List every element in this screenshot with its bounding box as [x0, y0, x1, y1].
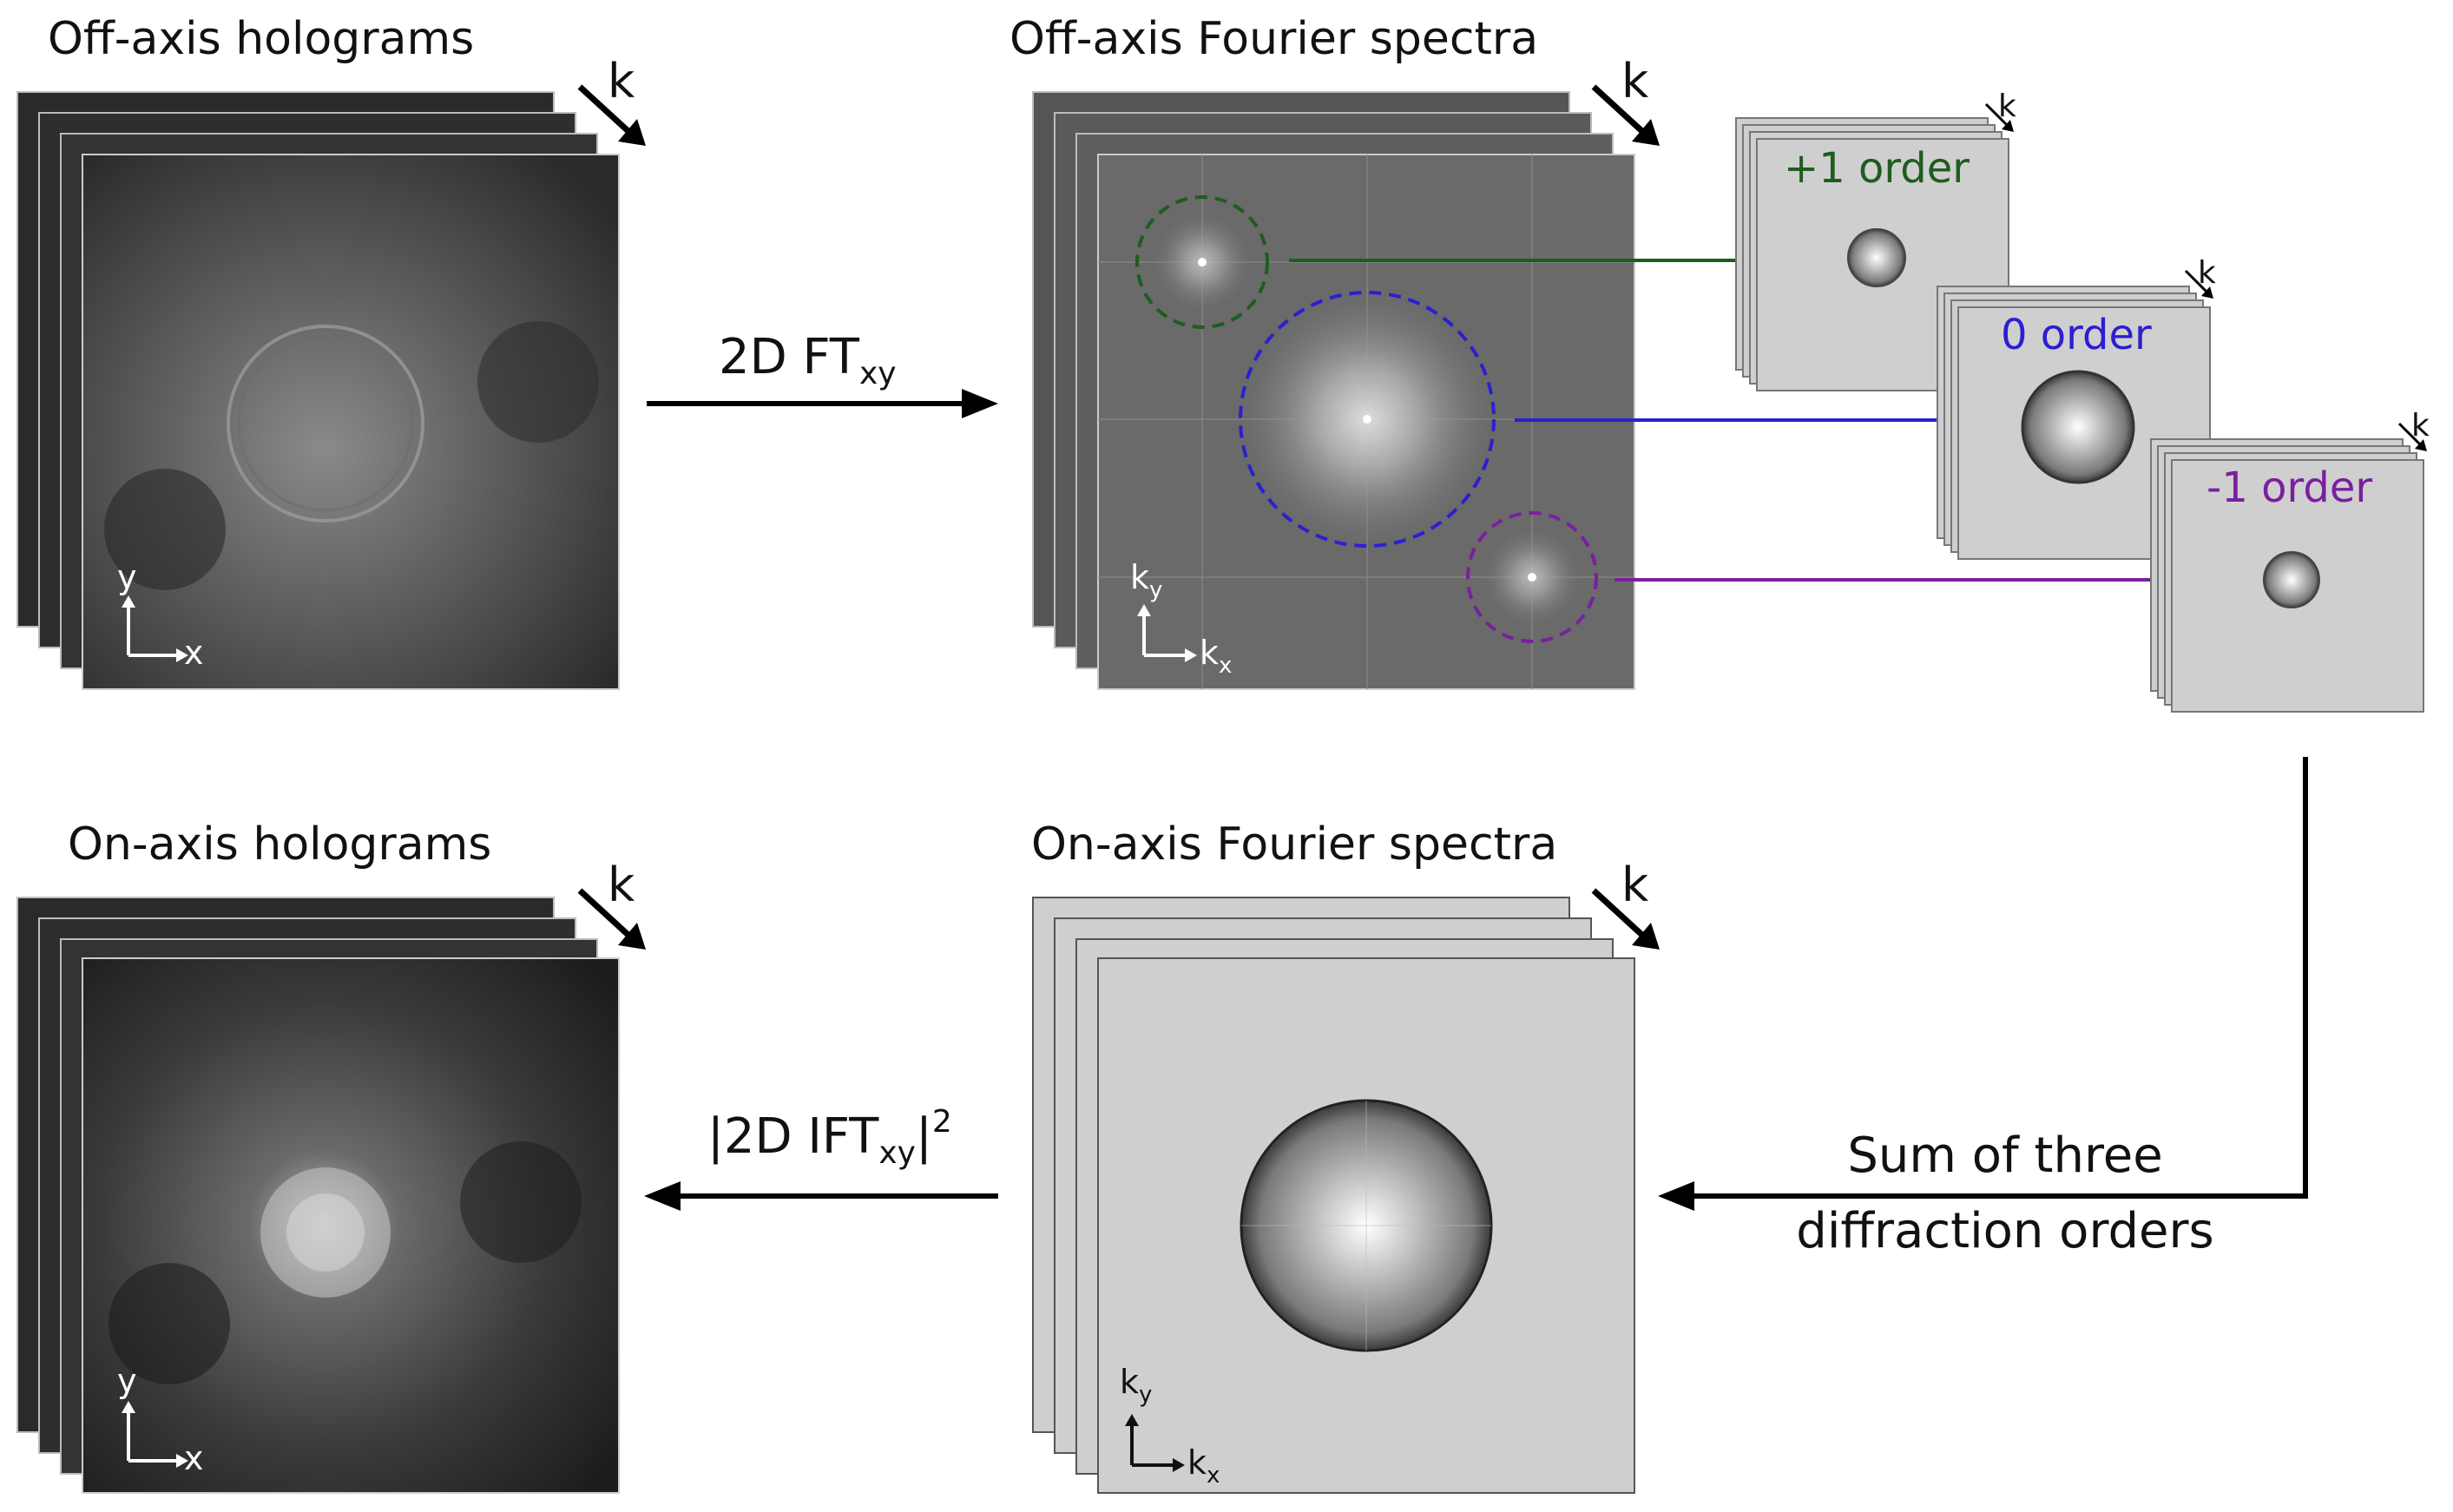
title-offaxis-spectra: Off-axis Fourier spectra: [1009, 13, 1538, 65]
offaxis-spectra-stack: ky kx: [1032, 91, 1635, 690]
axis-label-x: x: [184, 634, 204, 672]
xy-axis-indicator: y x: [117, 1362, 204, 1477]
k-arrow-offaxis-holograms: k: [577, 54, 646, 146]
ift-label: |2D IFTxy|2: [707, 1104, 952, 1171]
zero-order-disk: [2021, 370, 2135, 484]
axis-label-ky: ky: [1130, 558, 1162, 603]
axis-label-x: x: [184, 1439, 204, 1477]
onaxis-hologram-stack: y x: [16, 897, 620, 1494]
plus1-order-label: +1 order: [1784, 144, 1970, 193]
k-arrow-onaxis-holograms: k: [577, 858, 646, 950]
kxky-axis-indicator-dark: ky kx: [1120, 1363, 1220, 1489]
k-label: k: [608, 54, 635, 108]
minus1-order-stack: -1 order k: [2150, 408, 2430, 713]
title-onaxis-holograms: On-axis holograms: [68, 818, 491, 871]
onaxis-spectra-stack: ky kx: [1032, 897, 1635, 1494]
axis-label-y: y: [117, 1362, 137, 1400]
minus1-order-ring: [1466, 511, 1598, 643]
k-arrow-onaxis-spectra: k: [1591, 858, 1660, 950]
sum-label-line1: Sum of three: [1847, 1127, 2162, 1184]
k-label: k: [1621, 54, 1649, 108]
ift-operation: |2D IFTxy|2: [644, 1104, 998, 1211]
k-arrow-offaxis-spectra: k: [1591, 54, 1660, 146]
ift-arrow-head: [644, 1181, 681, 1211]
plus1-order-disk: [1847, 228, 1906, 287]
zero-order-label: 0 order: [2001, 311, 2152, 359]
axis-label-kx: kx: [1200, 634, 1232, 679]
plus1-order-ring: [1135, 195, 1269, 329]
axis-label-y: y: [117, 558, 137, 596]
k-label-small: k: [2198, 255, 2216, 291]
sum-connector: Sum of three diffraction orders: [1658, 757, 2308, 1259]
xy-axis-indicator: y x: [117, 558, 204, 672]
ft-label: 2D FTxy: [719, 329, 897, 391]
k-label: k: [608, 858, 635, 912]
k-label: k: [1621, 858, 1649, 912]
sum-label-line2: diffraction orders: [1796, 1203, 2213, 1259]
axis-label-ky: ky: [1120, 1363, 1152, 1408]
minus1-order-disk: [2263, 551, 2320, 608]
kxky-axis-indicator: ky kx: [1130, 558, 1232, 679]
minus1-order-label: -1 order: [2206, 463, 2372, 512]
k-label-small: k: [1998, 89, 2016, 124]
sum-arrow-head: [1658, 1181, 1694, 1211]
axis-label-kx: kx: [1187, 1443, 1220, 1489]
offaxis-hologram-stack: y x: [16, 91, 620, 690]
zero-order-ring: [1239, 291, 1496, 548]
title-offaxis-holograms: Off-axis holograms: [48, 13, 474, 65]
k-label-small: k: [2411, 408, 2430, 444]
ft-operation: 2D FTxy: [647, 329, 998, 418]
ft-arrow-head: [962, 389, 998, 418]
title-onaxis-spectra: On-axis Fourier spectra: [1031, 818, 1557, 871]
order-arrows: [1289, 253, 2215, 588]
